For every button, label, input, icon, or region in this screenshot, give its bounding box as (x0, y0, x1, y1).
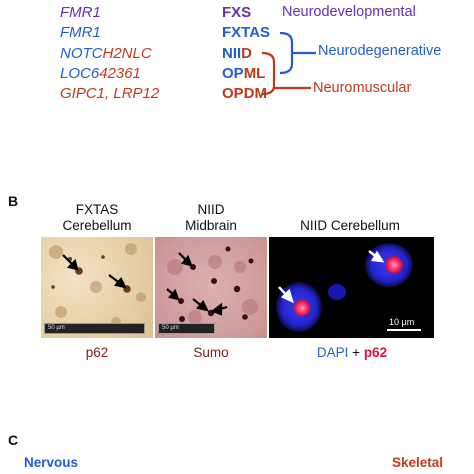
gene-text: NOTC (60, 45, 103, 62)
disease-text: NII (222, 45, 242, 62)
micrograph-3-svg (276, 243, 421, 332)
disease-text: OPDM (222, 85, 267, 102)
category-neuromuscular: Neuromuscular (313, 80, 412, 96)
disease-row: OPML (222, 65, 265, 82)
image2-scale-label: 50 µm (162, 325, 179, 331)
image1-title-line1: FXTAS (75, 202, 119, 217)
stain-p62: p62 (363, 345, 388, 360)
fxtas-cerebellum-micrograph: 50 µm (41, 237, 153, 338)
image3-scale-label: 10 µm (389, 317, 415, 327)
gene-text: H2NLC (102, 45, 152, 62)
nucleus-middle (328, 284, 346, 300)
gene-text: GIPC1, LRP12 (60, 85, 160, 102)
disease-text: OP (222, 65, 244, 82)
gene-text: LOC6 (60, 65, 100, 82)
image1-title-line2: Cerebellum (62, 218, 132, 233)
panel-b-letter: B (8, 193, 19, 209)
micrograph-1-svg (49, 243, 146, 327)
gene-row: FMR1 (60, 24, 101, 41)
image1-scale-label: 50 µm (48, 325, 65, 331)
image1-stain-label: p62 (85, 345, 109, 360)
gene-row: GIPC1, LRP12 (60, 85, 159, 102)
gene-row: FMR1 (60, 4, 101, 21)
disease-text: FXTAS (222, 24, 271, 41)
disease-text: ML (243, 65, 266, 82)
niid-cerebellum-fluorescence: 10 µm (269, 237, 434, 338)
gene-text: FMR1 (60, 4, 101, 21)
image2-stain-label: Sumo (193, 345, 229, 360)
micrograph-2-svg (166, 246, 258, 324)
inclusion-right (385, 256, 403, 274)
disease-text: FXS (222, 4, 252, 21)
gene-text: FMR1 (60, 24, 101, 41)
neuromuscular-bracket (261, 51, 276, 96)
image2-scale-bar: 50 µm (158, 323, 215, 334)
category-neurodegenerative: Neurodegenerative (318, 43, 442, 59)
niid-midbrain-micrograph: 50 µm (155, 237, 267, 338)
image3-title: NIID Cerebellum (272, 218, 428, 234)
gene-row: LOC642361 (60, 65, 141, 82)
image1-title: FXTAS Cerebellum (42, 202, 152, 234)
image2-title-line1: NIID (197, 202, 225, 217)
inclusion-left (293, 299, 311, 317)
gene-text: 42361 (99, 65, 141, 82)
disease-text: D (241, 45, 253, 62)
nervous-label: Nervous (24, 455, 79, 470)
image2-title-line2: Midbrain (185, 218, 237, 233)
category-brackets (261, 31, 316, 96)
neurodegenerative-bracket (279, 31, 294, 75)
image3-title-line1: NIID Cerebellum (300, 218, 400, 233)
image2-title: NIID Midbrain (156, 202, 266, 234)
image3-stain-label: DAPI + p62 (272, 345, 432, 360)
category-neurodevelopmental: Neurodevelopmental (282, 4, 416, 20)
stain-dapi: DAPI (316, 345, 349, 360)
disease-row: NIID (222, 45, 252, 62)
disease-row: FXS (222, 4, 251, 21)
skeletal-label: Skeletal (392, 455, 444, 470)
panel-c-letter: C (8, 432, 19, 448)
disease-row: OPDM (222, 85, 267, 102)
disease-row: FXTAS (222, 24, 270, 41)
gene-row: NOTCH2NLC (60, 45, 152, 62)
stain-plus: + (348, 345, 364, 360)
image1-scale-bar: 50 µm (44, 323, 145, 334)
